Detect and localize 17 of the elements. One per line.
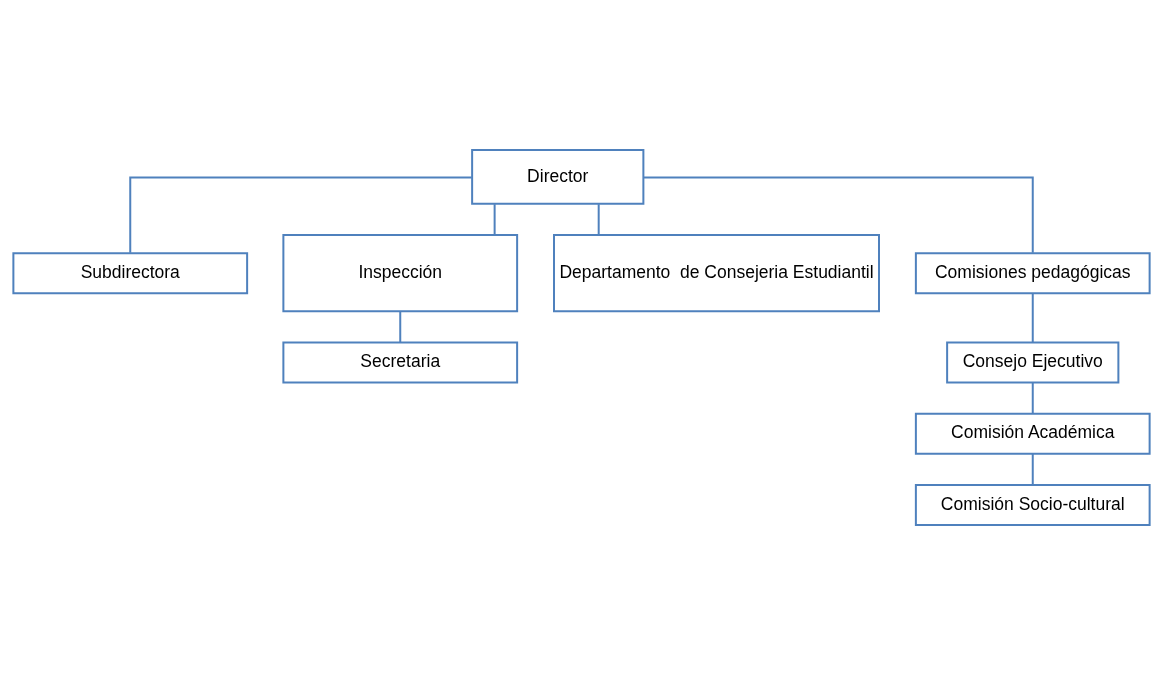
node-box: Comisión Académica: [914, 412, 1151, 455]
connector: [399, 310, 402, 344]
node-box: Secretaria: [282, 341, 519, 384]
connector: [1031, 381, 1034, 415]
node-box: Comisión Socio-cultural: [914, 484, 1151, 526]
node-box: Inspección: [282, 234, 519, 313]
connector: [1031, 292, 1034, 344]
node-box: Departamento de Consejeria Estudiantil: [553, 234, 880, 313]
node-box: Subdirectora: [12, 252, 249, 295]
node-box: Consejo Ejecutivo: [946, 341, 1120, 384]
connector: [493, 203, 496, 236]
node-box: Comisiones pedagógicas: [914, 252, 1151, 295]
node-box: Director: [471, 149, 645, 205]
connector: [642, 176, 1034, 254]
connector: [129, 176, 473, 254]
connector: [597, 203, 600, 236]
connector: [1031, 453, 1034, 486]
